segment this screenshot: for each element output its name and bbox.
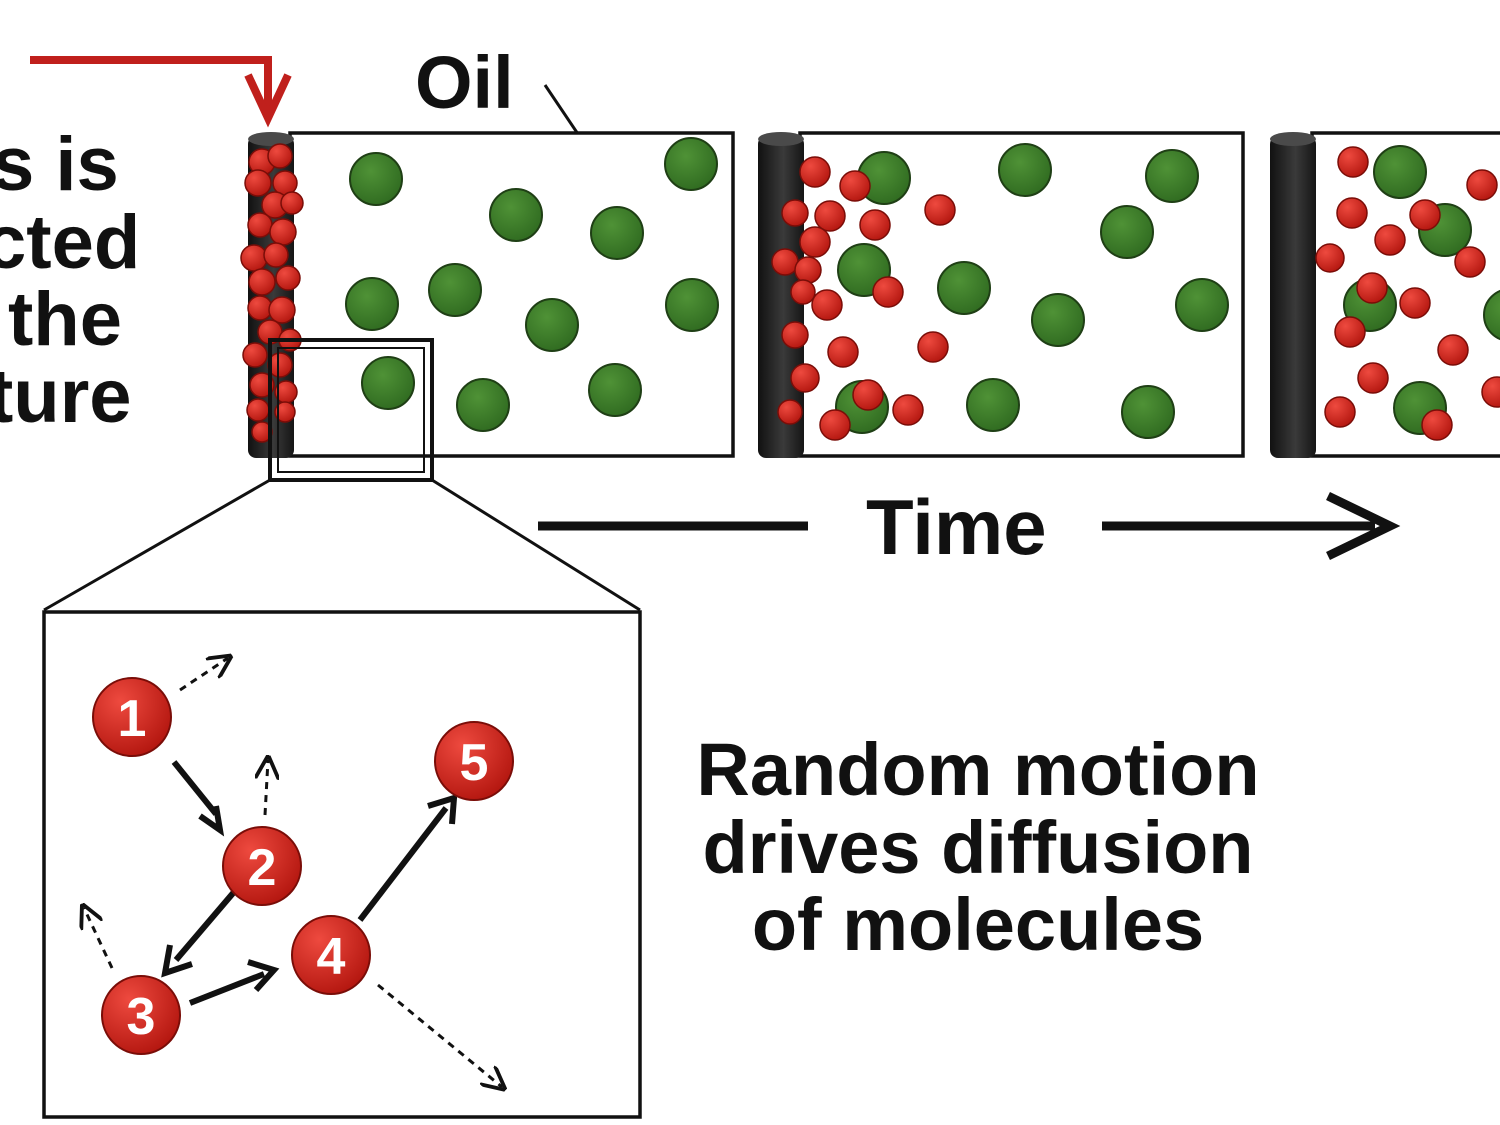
molecule-1-label: 1 bbox=[118, 690, 147, 748]
molecule-5-label: 5 bbox=[460, 734, 489, 792]
panel-3-rod bbox=[1270, 136, 1316, 458]
molecule-4-label: 4 bbox=[317, 928, 346, 986]
zoom-selection-box bbox=[268, 338, 434, 482]
time-label: Time bbox=[866, 483, 1047, 571]
injection-arrow bbox=[30, 56, 292, 128]
molecule-1: 1 bbox=[92, 677, 172, 757]
left-label: s is cted the ture bbox=[0, 122, 140, 439]
caption-line-1: Random motion bbox=[696, 728, 1259, 811]
left-label-line-4: ture bbox=[0, 354, 132, 439]
possible-direction-arrows bbox=[84, 658, 502, 1087]
molecule-2-label: 2 bbox=[248, 839, 277, 897]
zoom-connectors bbox=[43, 478, 641, 612]
panel-3-molecules bbox=[1315, 146, 1500, 441]
diffusion-path-arrows bbox=[161, 760, 458, 1006]
molecule-2: 2 bbox=[222, 826, 302, 906]
molecule-3: 3 bbox=[101, 975, 181, 1055]
panel-final bbox=[1270, 131, 1500, 458]
caption-line-2: drives diffusion bbox=[703, 806, 1254, 889]
molecule-5: 5 bbox=[434, 721, 514, 801]
left-label-line-1: s is bbox=[0, 122, 119, 207]
left-label-line-2: cted bbox=[0, 200, 140, 285]
time-arrow: Time bbox=[538, 483, 1401, 571]
caption: Random motion drives diffusion of molecu… bbox=[696, 728, 1259, 966]
molecule-4: 4 bbox=[291, 915, 371, 995]
panel-2-molecules bbox=[771, 156, 956, 441]
panel-initial bbox=[240, 131, 735, 482]
zoom-inset: 1 2 3 4 5 bbox=[42, 610, 642, 1119]
panel-middle bbox=[758, 131, 1245, 458]
left-label-line-3: the bbox=[8, 277, 122, 362]
oil-label: Oil bbox=[415, 41, 514, 124]
molecule-3-label: 3 bbox=[127, 988, 156, 1046]
caption-line-3: of molecules bbox=[752, 883, 1204, 966]
panel-1-oil-droplets bbox=[345, 137, 719, 432]
